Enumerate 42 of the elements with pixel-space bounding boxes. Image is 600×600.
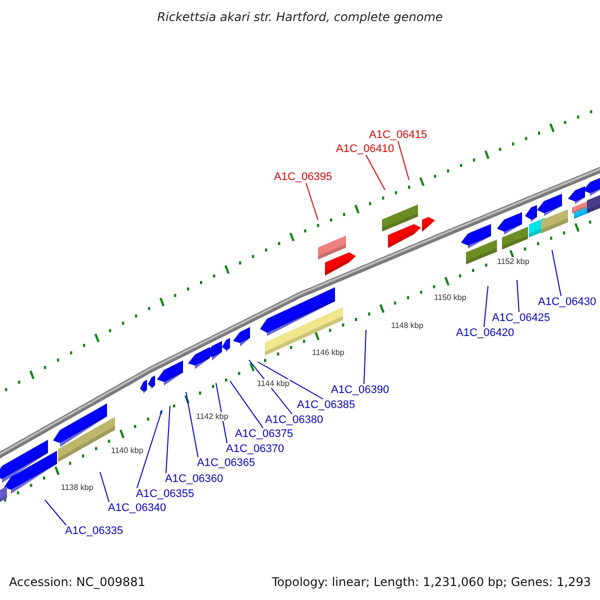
scale-label: 1144 kbp bbox=[256, 379, 290, 388]
gene-label: A1C_06430 bbox=[538, 296, 596, 308]
gene-label: A1C_06395 bbox=[274, 171, 332, 183]
title: Rickettsia akari str. Hartford, complete genome bbox=[156, 10, 444, 24]
leader-line bbox=[230, 380, 264, 428]
gene-label: A1C_06385 bbox=[297, 399, 356, 411]
leader-line bbox=[366, 154, 386, 190]
leader-line bbox=[166, 406, 170, 474]
gene-label: A1C_06390 bbox=[331, 384, 390, 396]
leader-line bbox=[258, 362, 324, 400]
leader-line bbox=[100, 472, 110, 502]
gene-label: A1C_06420 bbox=[456, 327, 514, 339]
leader-line bbox=[306, 182, 318, 220]
gene-label: A1C_06340 bbox=[108, 502, 166, 514]
gene-label: A1C_06375 bbox=[235, 428, 294, 440]
scale-label: 1150 kbp bbox=[433, 293, 468, 302]
gene-label: A1C_06360 bbox=[165, 473, 224, 485]
scale-label: 1142 kbp bbox=[195, 412, 230, 420]
leader-line bbox=[484, 286, 488, 328]
gene-label: A1C_06370 bbox=[226, 443, 284, 455]
leader-line bbox=[364, 330, 366, 384]
accession-text: Accession: NC_009881 bbox=[9, 575, 146, 589]
leader-line bbox=[216, 382, 228, 444]
leader-line bbox=[44, 500, 66, 526]
gene-label: A1C_06425 bbox=[492, 312, 550, 324]
leader-line bbox=[186, 392, 198, 458]
leader-line bbox=[552, 250, 562, 296]
genome-summary: Topology: linear; Length: 1,231,060 bp; Genes: 1,293 bbox=[272, 575, 591, 589]
gene-label: A1C_06335 bbox=[65, 525, 124, 537]
scale-label: 1146 kbp bbox=[311, 348, 346, 357]
leader-line bbox=[516, 280, 520, 312]
scale-label: 1140 kbp bbox=[110, 446, 144, 455]
gene-label: A1C_06365 bbox=[197, 457, 256, 469]
gene-label: A1C_06380 bbox=[265, 414, 324, 426]
scale-label: 1138 kbp bbox=[60, 482, 94, 492]
leader-line bbox=[398, 140, 410, 180]
gene-label: A1C_06410 bbox=[336, 143, 394, 155]
gene-label: A1C_06355 bbox=[136, 488, 194, 500]
gene-label: A1C_06415 bbox=[369, 129, 428, 141]
leader-line bbox=[136, 410, 162, 488]
scale-label: 1152 kbp bbox=[496, 257, 530, 266]
scale-label: 1148 kbp bbox=[390, 320, 424, 330]
